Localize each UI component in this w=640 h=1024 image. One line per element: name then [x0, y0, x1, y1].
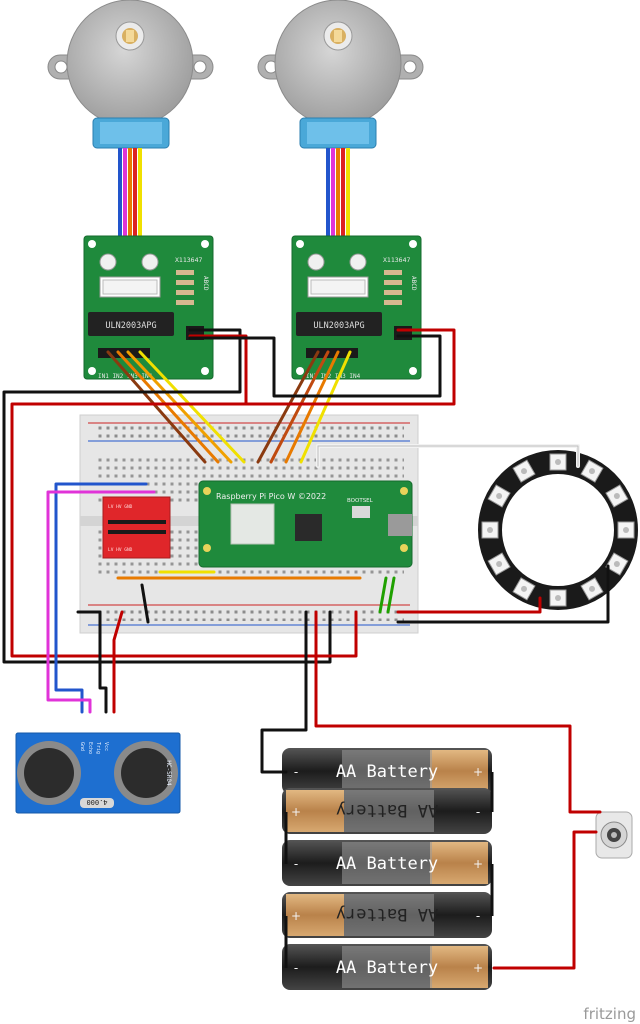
wires — [2, 328, 610, 970]
logic-level-shifter: LV HV GND LV HV GND — [102, 496, 171, 559]
battery-plus: + — [473, 961, 483, 975]
fritzing-watermark: fritzing — [583, 1005, 636, 1023]
battery-minus: - — [294, 857, 298, 871]
pico-label: Raspberry Pi Pico W ©2022 — [216, 492, 326, 501]
barrel-jack — [595, 811, 633, 859]
battery-label: AA Battery — [336, 958, 438, 978]
sensor-pins: Gnd Echo Trig Vcc — [79, 742, 109, 754]
pico-bootsel-label: BOOTSEL — [347, 498, 374, 504]
battery-label: AA Battery — [336, 904, 438, 924]
driver-resistors — [176, 270, 194, 305]
driver2-resistors — [384, 270, 402, 305]
ring-led-lens — [589, 585, 595, 592]
shifter-top-text: LV HV GND — [108, 504, 133, 510]
ring-led-lens — [623, 527, 629, 533]
battery-minus: - — [476, 909, 480, 923]
driver-chip-label: ULN2003APG — [105, 321, 156, 331]
driver-side-leds: ABCD — [202, 276, 209, 291]
battery-label: AA Battery — [336, 854, 438, 874]
ring-led-lens — [613, 493, 620, 499]
driver2-side-leds: ABCD — [410, 276, 417, 291]
battery-plus: + — [473, 765, 483, 779]
sensor-pin-echo: Echo — [87, 742, 93, 754]
battery-label: AA Battery — [336, 800, 438, 820]
ring-led-lens — [496, 561, 503, 567]
battery-cell: AA Battery + - — [282, 840, 492, 886]
shifter-bottom-text: LV HV GND — [108, 547, 133, 553]
ring-led-lens — [487, 527, 493, 533]
driver-board-left: ULN2003APG X113647 ABCD IN1 IN2 IN3 IN4 — [83, 235, 214, 380]
stepper-motor-left — [47, 0, 214, 149]
ring-led-lens — [521, 468, 527, 475]
sensor-pin-vcc: Vcc — [103, 742, 109, 751]
driver-board-right: ULN2003APG X113647 ABCD IN1 IN2 IN3 IN4 — [291, 235, 422, 380]
battery-cell: AA Battery + - — [282, 892, 492, 938]
ring-led-lens — [613, 561, 620, 567]
battery-plus: + — [291, 805, 301, 819]
ring-led-lens — [555, 595, 561, 601]
sensor-pin-trig: Trig — [95, 742, 101, 754]
battery-minus: - — [294, 961, 298, 975]
driver2-chip-label: ULN2003APG — [313, 321, 364, 331]
sensor-model-label: HC-SR04 — [165, 760, 172, 786]
driver-code-label: X113647 — [175, 256, 202, 264]
ring-led-lens — [555, 459, 561, 465]
ring-led-lens — [589, 468, 595, 475]
battery-minus: - — [294, 765, 298, 779]
stepper-motor-right — [257, 0, 424, 149]
battery-minus: - — [476, 805, 480, 819]
driver2-input-pins: IN1 IN2 IN3 IN4 — [306, 373, 361, 380]
sensor-crystal-label: 4.000 — [86, 798, 107, 806]
raspberry-pi-pico-w: Raspberry Pi Pico W ©2022 BOOTSEL — [198, 480, 413, 568]
ring-leds — [481, 453, 635, 607]
battery-plus: + — [291, 909, 301, 923]
battery-pack: AA Battery+-AA Battery+-AA Battery+-AA B… — [282, 748, 494, 990]
ring-led-lens — [521, 585, 527, 592]
ring-led-lens — [496, 493, 503, 499]
neopixel-ring — [478, 450, 638, 610]
ultrasonic-sensor: 4.000 HC-SR04 Gnd Echo Trig Vcc — [15, 732, 181, 814]
battery-label: AA Battery — [336, 762, 438, 782]
battery-cell: AA Battery + - — [282, 944, 492, 990]
battery-cell: AA Battery + - — [282, 748, 492, 794]
driver2-code-label: X113647 — [383, 256, 410, 264]
battery-cell: AA Battery + - — [282, 788, 492, 834]
sensor-pin-gnd: Gnd — [79, 742, 85, 751]
battery-plus: + — [473, 857, 483, 871]
driver-input-pins: IN1 IN2 IN3 IN4 — [98, 373, 153, 380]
